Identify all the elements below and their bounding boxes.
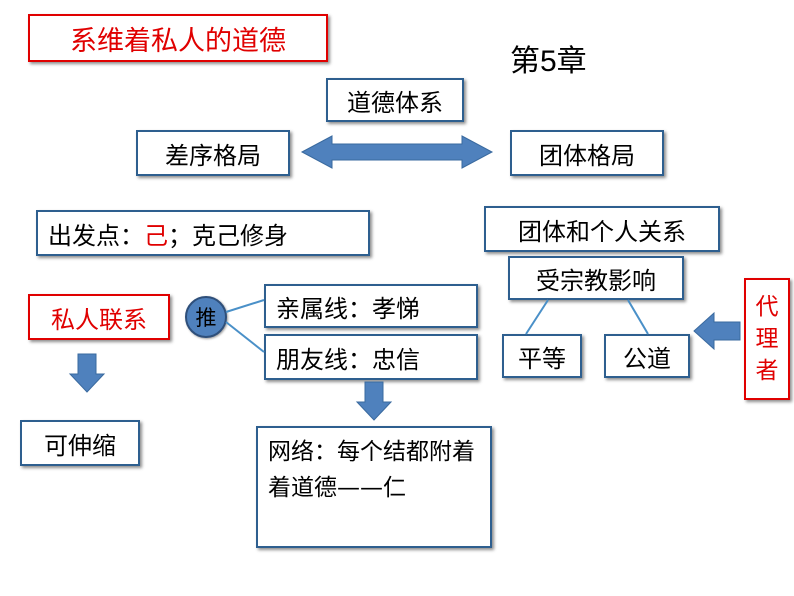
slide-title: 系维着私人的道德	[28, 14, 328, 62]
left-arrow-icon	[693, 311, 741, 351]
origin-self: 己	[144, 221, 168, 250]
branch-line	[225, 321, 265, 353]
push-circle: 推	[185, 296, 227, 338]
down-arrow-icon	[355, 381, 393, 421]
origin-rest: ；克己修身	[168, 221, 288, 250]
branch-line	[627, 299, 649, 335]
agent-box: 代 理 者	[744, 278, 790, 400]
down-arrow-icon	[68, 353, 106, 393]
agent-char-3: 者	[755, 358, 779, 384]
group-pattern-box: 团体格局	[510, 130, 664, 176]
moral-system-box: 道德体系	[326, 78, 464, 122]
religion-box: 受宗教影响	[508, 256, 684, 300]
elastic-box: 可伸缩	[20, 420, 140, 466]
differential-pattern-box: 差序格局	[136, 130, 290, 176]
private-ties-box: 私人联系	[28, 294, 170, 340]
chapter-label: 第5章	[510, 45, 587, 78]
network-box: 网络：每个结都附着着道德——仁	[256, 426, 492, 548]
origin-label: 出发点：	[48, 221, 144, 250]
double-arrow-icon	[300, 135, 494, 169]
equality-box: 平等	[502, 334, 582, 378]
agent-char-1: 代	[755, 294, 779, 320]
agent-char-2: 理	[755, 326, 779, 352]
kin-line-box: 亲属线：孝悌	[264, 284, 478, 328]
branch-line	[525, 299, 549, 335]
group-individual-box: 团体和个人关系	[484, 206, 720, 252]
friend-line-box: 朋友线：忠信	[264, 334, 478, 380]
justice-box: 公道	[604, 334, 690, 378]
origin-box: 出发点：己；克己修身	[36, 210, 370, 256]
branch-line	[225, 299, 265, 313]
